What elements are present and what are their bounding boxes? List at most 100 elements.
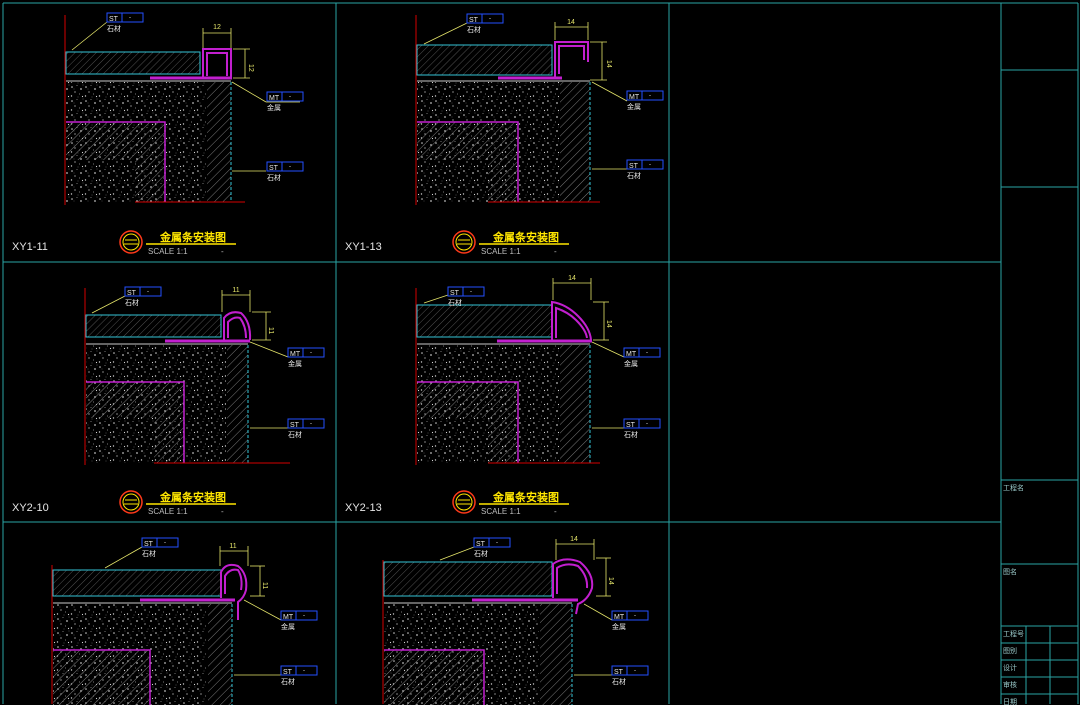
tag-metal-label: 金属 bbox=[612, 622, 626, 631]
detail-scale-dash: - bbox=[554, 247, 557, 256]
detail-symbol bbox=[119, 230, 143, 254]
tag-stone-label: 石材 bbox=[467, 25, 481, 34]
tag-mt: MT bbox=[614, 614, 625, 621]
detail-scale: SCALE 1:1 bbox=[481, 507, 521, 516]
detail-id: XY2-10 bbox=[12, 502, 49, 514]
detail-xy2-13: 14 14 ST - 石材 MT - 金属 ST - 石材 XY2-13 金属条… bbox=[345, 275, 661, 516]
tag-dash: - bbox=[649, 93, 651, 99]
detail-xy1-11: 12 12 ST - 石材 MT - 金属 ST - 石材 XY1-11 金属条… bbox=[12, 12, 304, 256]
tag-metal-label: 金属 bbox=[267, 103, 281, 112]
tag-dash: - bbox=[646, 350, 648, 356]
tag-dash: - bbox=[147, 289, 149, 295]
dimension-label-vertical: 11 bbox=[261, 582, 268, 589]
detail-symbol bbox=[452, 490, 476, 514]
tag-stone-label: 石材 bbox=[627, 171, 641, 180]
tag-stone-label: 石材 bbox=[288, 430, 302, 439]
tag-st: ST bbox=[109, 16, 119, 23]
tag-metal-label: 金属 bbox=[288, 359, 302, 368]
tag-dash: - bbox=[470, 289, 472, 295]
tag-st: ST bbox=[469, 17, 479, 24]
title-block-design: 设计 bbox=[1003, 663, 1017, 672]
detail-title: 金属条安装图 bbox=[492, 230, 559, 244]
tag-stone-label: 石材 bbox=[474, 549, 488, 558]
tag-st: ST bbox=[269, 165, 279, 172]
detail-title: 金属条安装图 bbox=[159, 230, 226, 244]
title-block-project: 工程名 bbox=[1003, 483, 1024, 492]
detail-scale-dash: - bbox=[221, 247, 224, 256]
tag-st: ST bbox=[283, 669, 293, 676]
title-block-drawing-name: 图名 bbox=[1003, 567, 1017, 576]
title-block-drawing-type: 图别 bbox=[1003, 646, 1017, 655]
detail-xy2-10: 11 11 ST - 石材 MT - 金属 ST - 石材 XY2-10 金属条… bbox=[12, 286, 325, 516]
title-block-date: 日期 bbox=[1003, 698, 1017, 705]
detail-symbol bbox=[119, 490, 143, 514]
tag-dash: - bbox=[289, 94, 291, 100]
tag-dash: - bbox=[489, 16, 491, 22]
dimension-label: 14 bbox=[570, 536, 578, 543]
tag-stone-label: 石材 bbox=[107, 24, 121, 33]
detail-id: XY1-13 bbox=[345, 241, 382, 253]
dimension-label: 14 bbox=[568, 275, 576, 282]
title-block-project-no: 工程号 bbox=[1003, 629, 1024, 638]
tag-st: ST bbox=[626, 422, 636, 429]
detail-scale: SCALE 1:1 bbox=[481, 247, 521, 256]
tag-dash: - bbox=[303, 668, 305, 674]
tag-stone-label: 石材 bbox=[612, 677, 626, 686]
detail-scale: SCALE 1:1 bbox=[148, 247, 188, 256]
tag-stone-label: 石材 bbox=[624, 430, 638, 439]
tag-st: ST bbox=[614, 669, 624, 676]
tag-dash: - bbox=[129, 15, 131, 21]
tag-stone-label: 石材 bbox=[142, 549, 156, 558]
tag-st: ST bbox=[127, 290, 137, 297]
dimension-label-vertical: 14 bbox=[607, 577, 614, 585]
tag-metal-label: 金属 bbox=[627, 102, 641, 111]
dimension-label: 12 bbox=[213, 24, 221, 31]
detail-scale: SCALE 1:1 bbox=[148, 507, 188, 516]
tag-stone-label: 石材 bbox=[267, 173, 281, 182]
title-block-review: 审核 bbox=[1003, 680, 1017, 689]
detail-scale-dash: - bbox=[221, 507, 224, 516]
dimension-label: 11 bbox=[229, 543, 236, 550]
tag-st: ST bbox=[450, 290, 460, 297]
detail-symbol bbox=[452, 230, 476, 254]
tag-stone-label: 石材 bbox=[125, 298, 139, 307]
detail-row3-right: 14 14 ST - 石材 MT - 金属 ST - 石材 bbox=[382, 536, 649, 705]
tag-mt: MT bbox=[269, 95, 280, 102]
detail-xy1-13: 14 14 ST - 石材 MT - 金属 ST - 石材 XY1-13 金属条… bbox=[345, 13, 664, 256]
tag-dash: - bbox=[646, 421, 648, 427]
tag-dash: - bbox=[649, 162, 651, 168]
tag-mt: MT bbox=[629, 94, 640, 101]
tag-mt: MT bbox=[626, 351, 637, 358]
tag-st: ST bbox=[290, 422, 300, 429]
tag-dash: - bbox=[164, 540, 166, 546]
tag-dash: - bbox=[496, 540, 498, 546]
detail-scale-dash: - bbox=[554, 507, 557, 516]
dimension-label: 14 bbox=[567, 19, 575, 26]
tag-stone-label: 石材 bbox=[448, 298, 462, 307]
tag-dash: - bbox=[310, 421, 312, 427]
detail-id: XY1-11 bbox=[12, 241, 48, 253]
detail-id: XY2-13 bbox=[345, 502, 382, 514]
detail-title: 金属条安装图 bbox=[492, 490, 559, 504]
dimension-label-vertical: 14 bbox=[605, 320, 612, 328]
tag-dash: - bbox=[634, 668, 636, 674]
title-block bbox=[1001, 3, 1079, 704]
tag-st: ST bbox=[476, 541, 486, 548]
tag-st: ST bbox=[144, 541, 154, 548]
tag-mt: MT bbox=[283, 614, 294, 621]
tag-mt: MT bbox=[290, 351, 301, 358]
detail-title: 金属条安装图 bbox=[159, 490, 226, 504]
dimension-label-vertical: 11 bbox=[267, 327, 274, 334]
tag-metal-label: 金属 bbox=[281, 622, 295, 631]
tag-metal-label: 金属 bbox=[624, 359, 638, 368]
tag-dash: - bbox=[303, 613, 305, 619]
detail-row3-left: 11 11 ST - 石材 MT - 金属 ST - 石材 bbox=[51, 537, 318, 705]
dimension-label-vertical: 12 bbox=[247, 64, 254, 72]
tag-st: ST bbox=[629, 163, 639, 170]
tag-dash: - bbox=[289, 164, 291, 170]
tag-dash: - bbox=[634, 613, 636, 619]
tag-dash: - bbox=[310, 350, 312, 356]
dimension-label-vertical: 14 bbox=[605, 60, 612, 68]
